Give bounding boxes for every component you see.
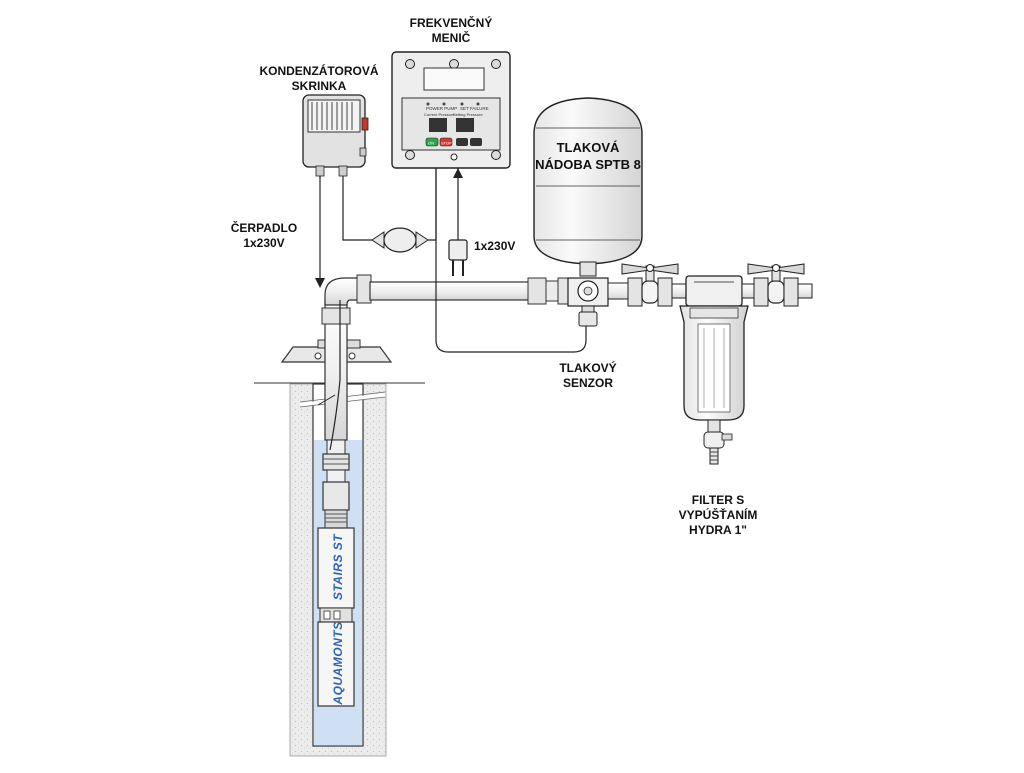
panel-led-left: POWER PUMP <box>426 106 457 111</box>
sensor-cable <box>435 168 587 353</box>
manifold-fitting <box>567 277 629 327</box>
ball-valve-right <box>747 263 813 307</box>
cable-connector <box>371 227 429 253</box>
filter-label-line3: HYDRA 1" <box>689 523 747 537</box>
panel-btn-stop: STOP <box>441 141 452 146</box>
pump-brand-upper: STAIRS ST <box>331 533 345 601</box>
sensor-label: TLAKOVÝ SENZOR <box>548 361 628 391</box>
inverter-label: FREKVENČNÝ MENIČ <box>396 16 506 46</box>
filter-housing <box>679 275 749 465</box>
tank-label-line1: TLAKOVÁ <box>556 140 620 155</box>
tank-label: TLAKOVÁ NÁDOBA SPTB 8 <box>534 139 642 173</box>
sensor-label-line2: SENZOR <box>562 376 613 390</box>
inverter-box <box>391 51 511 169</box>
pump-brand-lower: AQUAMONTS <box>331 621 345 705</box>
submersible-pump <box>317 300 355 707</box>
panel-display-right: Setting Pressure <box>453 112 483 117</box>
sensor-label-line1: TLAKOVÝ <box>559 361 617 375</box>
panel-led-right: SET FAILURE <box>460 106 489 111</box>
tank-label-line2: NÁDOBA SPTB 8 <box>535 157 641 172</box>
power-plug-icon <box>448 239 468 276</box>
capacitor-label-line2: SKRINKA <box>291 79 347 93</box>
filter-label: FILTER S VYPÚŠŤANÍM HYDRA 1" <box>668 493 768 538</box>
pressure-tank <box>533 97 643 277</box>
filter-label-line2: VYPÚŠŤANÍM <box>678 508 758 522</box>
panel-display-left: Current Pressure <box>424 112 455 117</box>
capacitor-label: KONDENZÁTOROVÁ SKRINKA <box>254 64 384 94</box>
filter-label-line1: FILTER S <box>691 493 745 507</box>
plug-voltage-label: 1x230V <box>474 239 516 253</box>
capacitor-label-line1: KONDENZÁTOROVÁ <box>259 64 379 78</box>
pump-label: ČERPADLO 1x230V <box>224 221 304 251</box>
ball-valve-left <box>621 263 679 307</box>
inverter-label-line2: MENIČ <box>431 31 471 45</box>
capacitor-box <box>302 94 369 177</box>
panel-btn-on: ON <box>428 141 434 146</box>
pump-label-line2: 1x230V <box>243 236 285 250</box>
pipework <box>321 274 571 441</box>
inverter-label-line1: FREKVENČNÝ <box>409 16 493 30</box>
pump-label-line1: ČERPADLO <box>230 221 298 235</box>
